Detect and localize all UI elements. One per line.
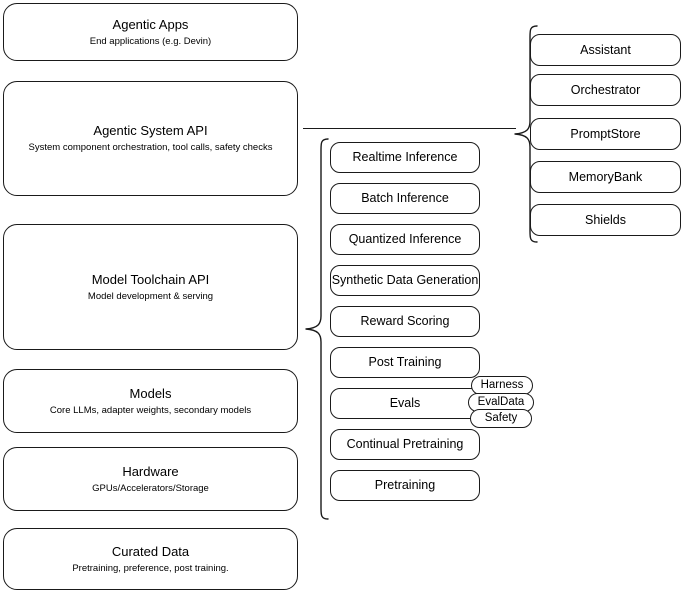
layer-subtitle: System component orchestration, tool cal… <box>28 142 273 153</box>
system-item-label: MemoryBank <box>568 169 643 184</box>
layer-box-model-toolchain-api[interactable]: Model Toolchain API Model development & … <box>3 224 298 350</box>
layer-title: Curated Data <box>111 543 190 559</box>
layer-title: Models <box>129 385 172 401</box>
system-item-label: Shields <box>585 212 626 227</box>
layer-box-models[interactable]: Models Core LLMs, adapter weights, secon… <box>3 369 298 433</box>
layer-box-agentic-system-api[interactable]: Agentic System API System component orch… <box>3 81 298 196</box>
system-item-assistant[interactable]: Assistant <box>530 34 681 66</box>
layer-subtitle: Pretraining, preference, post training. <box>72 562 229 574</box>
system-item-label: PromptStore <box>570 126 641 141</box>
system-item-memorybank[interactable]: MemoryBank <box>530 161 681 193</box>
system-item-label: Orchestrator <box>570 82 641 97</box>
system-item-promptstore[interactable]: PromptStore <box>530 118 681 150</box>
layer-title: Hardware <box>122 463 179 479</box>
toolchain-item-label: Reward Scoring <box>360 314 450 328</box>
evals-badge-safety[interactable]: Safety <box>470 409 532 428</box>
connector-line-agentic-system <box>303 128 516 130</box>
system-item-label: Assistant <box>580 42 631 57</box>
toolchain-item-quantized-inference[interactable]: Quantized Inference <box>330 224 480 255</box>
toolchain-item-synthetic-data-generation[interactable]: Synthetic Data Generation <box>330 265 480 296</box>
toolchain-item-label: Realtime Inference <box>352 150 458 164</box>
layer-subtitle: Core LLMs, adapter weights, secondary mo… <box>49 404 252 416</box>
layer-title: Model Toolchain API <box>91 271 210 287</box>
evals-badge-label: Harness <box>480 379 524 391</box>
toolchain-item-label: Synthetic Data Generation <box>331 273 479 287</box>
layer-box-curated-data[interactable]: Curated Data Pretraining, preference, po… <box>3 528 298 590</box>
toolchain-item-label: Pretraining <box>374 478 436 492</box>
brace-system-components <box>514 25 538 243</box>
evals-badge-label: Safety <box>484 412 518 424</box>
brace-toolchain <box>305 138 329 520</box>
toolchain-item-continual-pretraining[interactable]: Continual Pretraining <box>330 429 480 460</box>
layer-title: Agentic Apps <box>112 16 189 32</box>
toolchain-item-evals[interactable]: Evals <box>330 388 480 419</box>
evals-badge-evaldata[interactable]: EvalData <box>468 393 534 412</box>
toolchain-item-post-training[interactable]: Post Training <box>330 347 480 378</box>
toolchain-item-label: Evals <box>389 396 421 410</box>
layer-box-hardware[interactable]: Hardware GPUs/Accelerators/Storage <box>3 447 298 511</box>
system-item-orchestrator[interactable]: Orchestrator <box>530 74 681 106</box>
layer-title: Agentic System API <box>93 123 208 138</box>
toolchain-item-label: Continual Pretraining <box>346 437 464 451</box>
evals-badge-label: EvalData <box>477 396 525 408</box>
system-item-shields[interactable]: Shields <box>530 204 681 236</box>
toolchain-item-label: Batch Inference <box>361 191 449 205</box>
layer-box-agentic-apps[interactable]: Agentic Apps End applications (e.g. Devi… <box>3 3 298 61</box>
toolchain-item-label: Post Training <box>368 355 442 369</box>
layer-subtitle: Model development & serving <box>87 290 214 302</box>
toolchain-item-reward-scoring[interactable]: Reward Scoring <box>330 306 480 337</box>
toolchain-item-realtime-inference[interactable]: Realtime Inference <box>330 142 480 173</box>
layer-subtitle: GPUs/Accelerators/Storage <box>92 482 209 494</box>
toolchain-item-batch-inference[interactable]: Batch Inference <box>330 183 480 214</box>
toolchain-item-pretraining[interactable]: Pretraining <box>330 470 480 501</box>
toolchain-item-label: Quantized Inference <box>348 232 462 246</box>
layer-subtitle: End applications (e.g. Devin) <box>89 35 212 47</box>
